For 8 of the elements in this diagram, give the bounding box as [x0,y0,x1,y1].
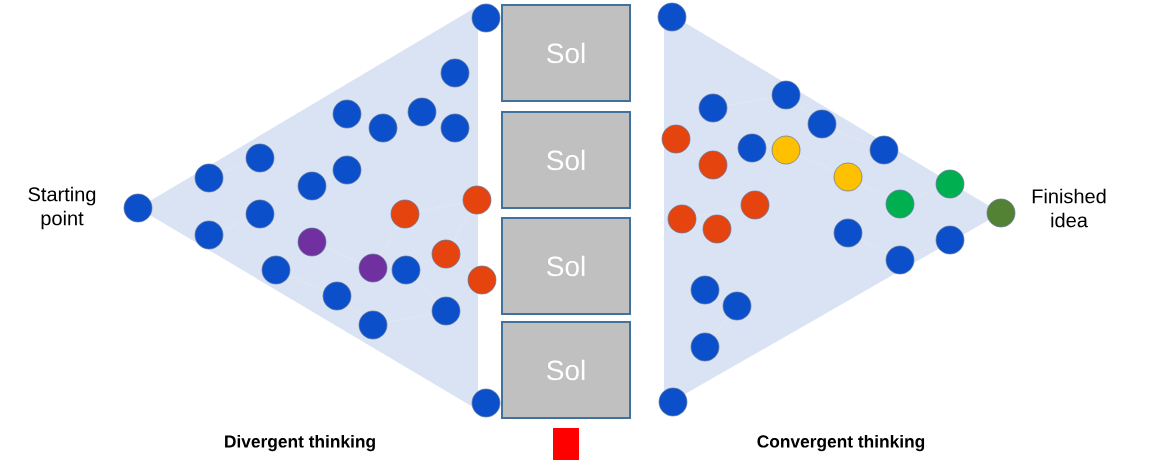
start-label: Starting point [28,186,96,230]
phase-label: Convergent thinking [757,434,925,452]
solution-box: Sol [501,4,631,102]
solution-box: Sol [501,217,631,315]
solution-box: Sol [501,321,631,419]
solution-box: Sol [501,111,631,209]
end-label: Finished idea [1032,188,1106,228]
phase-label: Divergent thinking [225,434,375,452]
